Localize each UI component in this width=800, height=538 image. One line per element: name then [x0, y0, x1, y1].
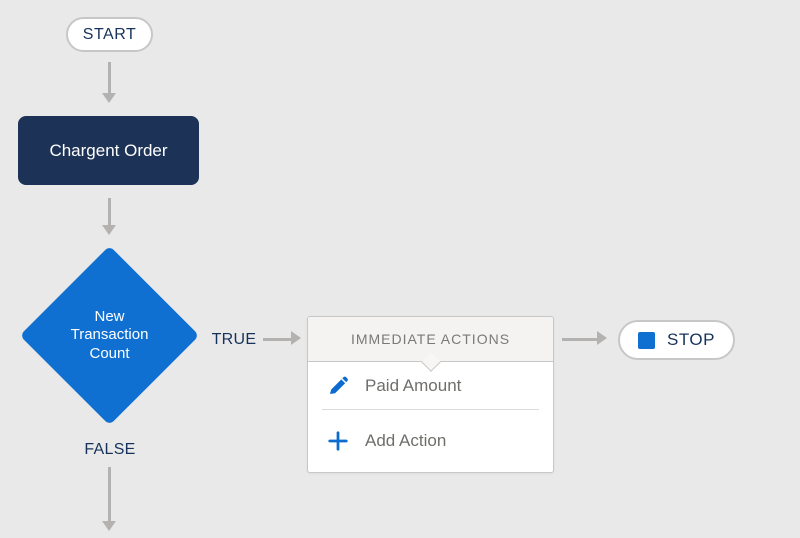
- immediate-actions-header: IMMEDIATE ACTIONS: [308, 317, 553, 372]
- start-label: START: [82, 25, 137, 43]
- stop-label: STOP: [667, 330, 715, 349]
- action-item-paid-amount[interactable]: Paid Amount: [308, 362, 553, 409]
- arrowhead-trigger-decision: [102, 225, 116, 235]
- decision-node[interactable]: New Transaction Count: [19, 245, 200, 426]
- decision-label: New Transaction Count: [70, 308, 149, 362]
- connector-start-trigger: [108, 62, 111, 93]
- true-branch-label: TRUE: [211, 331, 257, 348]
- stop-square-icon: [638, 331, 655, 349]
- start-node[interactable]: START: [66, 17, 153, 52]
- connector-false-next: [108, 467, 111, 521]
- immediate-actions-title: IMMEDIATE ACTIONS: [350, 331, 511, 347]
- connector-actions-stop: [562, 338, 597, 341]
- add-action-button[interactable]: Add Action: [308, 410, 553, 472]
- actions-divider: [322, 409, 539, 410]
- connector-true-actions: [263, 338, 291, 341]
- false-branch-label: FALSE: [84, 441, 136, 458]
- arrowhead-start-trigger: [102, 93, 116, 103]
- trigger-object-node[interactable]: Chargent Order: [18, 116, 199, 185]
- pencil-icon: [326, 374, 350, 398]
- trigger-object-label: Chargent Order: [49, 140, 168, 160]
- arrowhead-false-next: [102, 521, 116, 531]
- arrowhead-true-actions: [291, 331, 301, 345]
- action-item-label: Paid Amount: [365, 375, 462, 395]
- add-action-label: Add Action: [365, 431, 447, 450]
- decision-label-wrap: New Transaction Count: [46, 272, 173, 399]
- plus-icon: [326, 429, 350, 453]
- stop-node[interactable]: STOP: [618, 320, 735, 360]
- arrowhead-actions-stop: [597, 331, 607, 345]
- immediate-actions-panel: IMMEDIATE ACTIONS Paid Amount Add Action: [307, 316, 554, 473]
- connector-trigger-decision: [108, 198, 111, 225]
